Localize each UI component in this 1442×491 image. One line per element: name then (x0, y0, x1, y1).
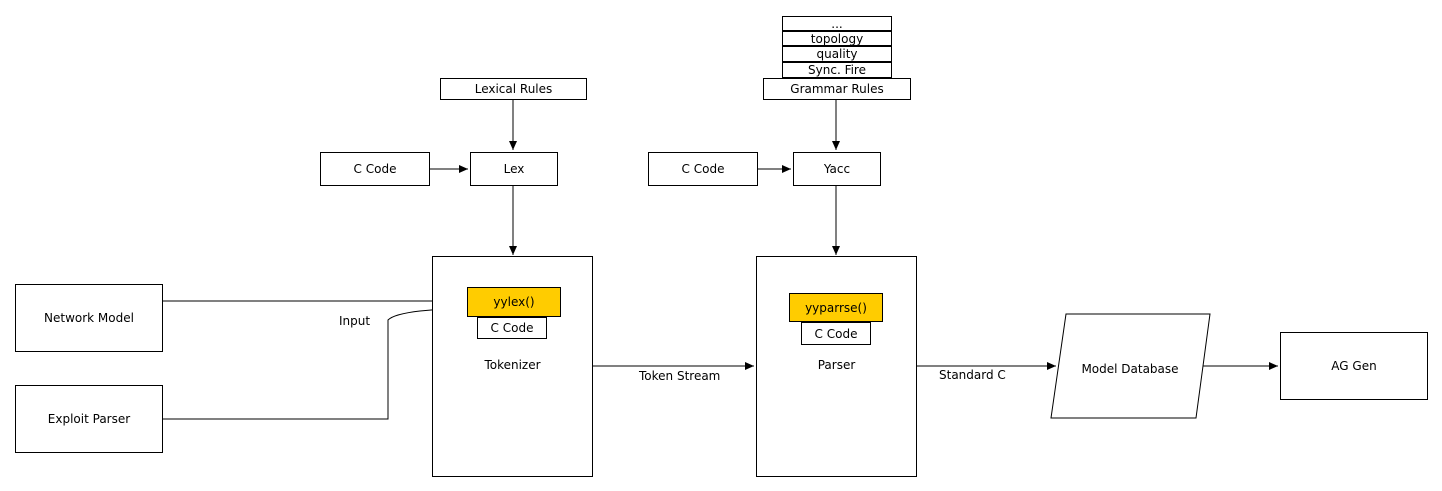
grammar-stack-row: ... (782, 16, 892, 31)
lexical-rules-box: Lexical Rules (440, 78, 587, 100)
edge-label-input: Input (339, 314, 371, 328)
tokenizer-label: Tokenizer (484, 358, 541, 372)
edge-exploit-parser-to-yylex (162, 303, 466, 420)
parser-box (756, 256, 917, 477)
model-database-shape (1050, 313, 1211, 419)
edge-label-token-stream: Token Stream (639, 369, 721, 383)
grammar-stack-row: Sync. Fire (782, 62, 892, 78)
yylex-box: yylex() (467, 287, 561, 317)
c-code-tokenizer-box: C Code (477, 317, 547, 339)
ag-gen-box: AG Gen (1280, 332, 1428, 400)
lex-box: Lex (470, 152, 558, 186)
grammar-rules-box: Grammar Rules (763, 78, 911, 100)
network-model-box: Network Model (15, 284, 163, 352)
edge-label-standard-c: Standard C (939, 368, 1006, 382)
c-code-parser-box: C Code (801, 322, 871, 345)
yyparse-box: yyparrse() (789, 293, 883, 322)
c-code-yacc-box: C Code (648, 152, 758, 186)
model-database-label: Model Database (1081, 362, 1179, 376)
exploit-parser-box: Exploit Parser (15, 385, 163, 453)
grammar-stack-row: quality (782, 46, 892, 62)
c-code-lex-box: C Code (320, 152, 430, 186)
parser-label: Parser (817, 358, 856, 372)
yacc-box: Yacc (793, 152, 881, 186)
grammar-stack-row: topology (782, 31, 892, 46)
